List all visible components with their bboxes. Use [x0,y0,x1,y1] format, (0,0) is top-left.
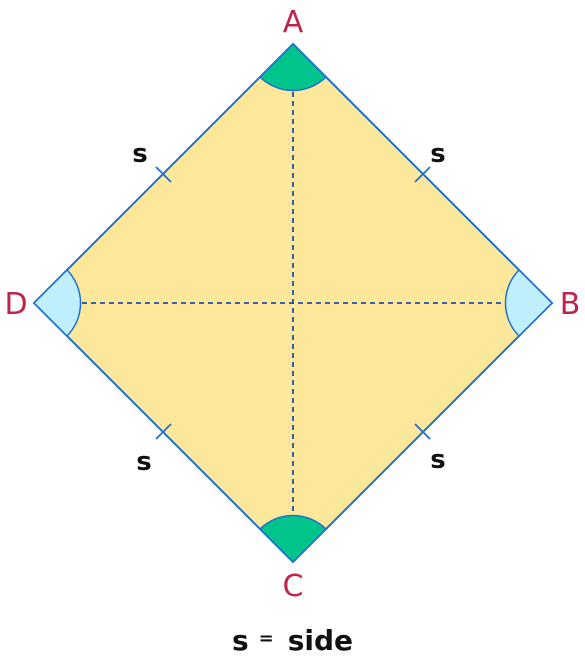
tick-mark-bc [414,423,431,440]
tick-mark-cd [155,423,172,440]
tick-mark-da [155,166,172,183]
tick-mark-ab [414,166,431,183]
legend-equals: = [258,628,274,649]
side-label-da: s [132,139,147,169]
angle-marker-a [258,42,328,92]
legend-meaning: side [287,624,354,657]
side-label-bc: s [430,445,445,475]
angle-marker-b [504,268,554,338]
legend: s = side [0,624,585,657]
legend-symbol: s [231,624,249,657]
side-label-ab: s [430,139,445,169]
angle-marker-d [32,268,82,338]
vertex-label-d: D [4,287,27,322]
angle-marker-c [258,514,328,564]
vertex-label-b: B [560,287,581,322]
vertex-label-a: A [283,5,304,40]
side-label-cd: s [136,447,151,477]
vertex-label-c: C [283,569,304,604]
